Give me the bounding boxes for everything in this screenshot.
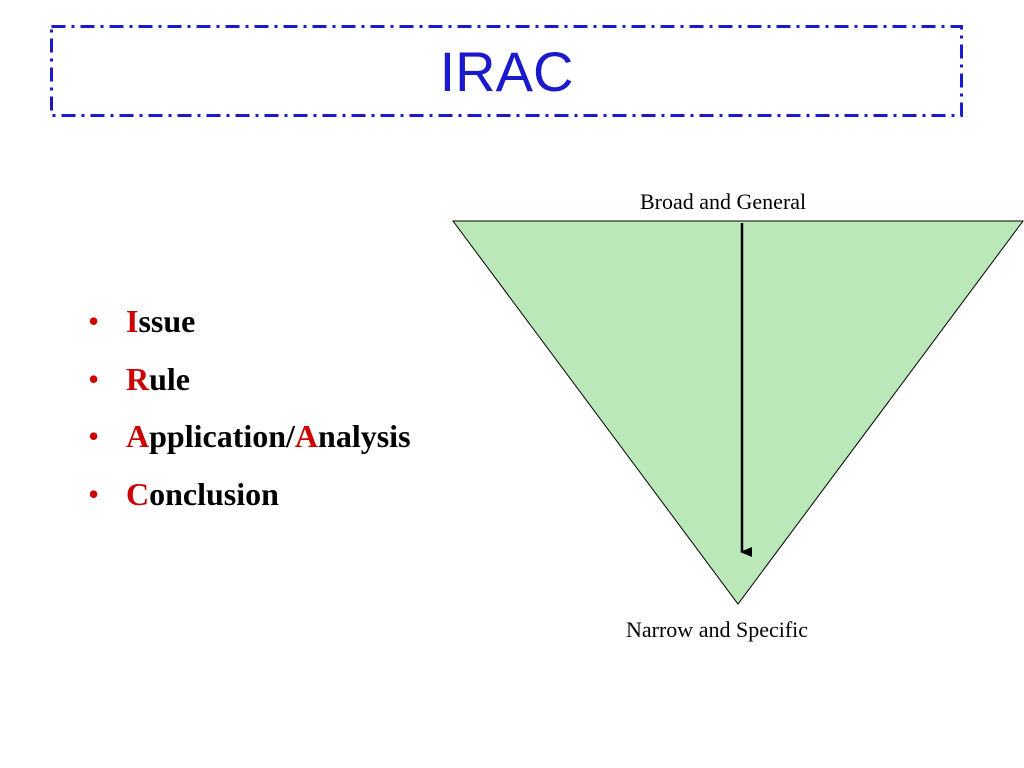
bullet-text-2: nalysis: [318, 418, 411, 454]
bullet-initial: A: [126, 418, 150, 454]
list-item-conclusion: • Conclusion: [88, 476, 411, 534]
bullet-initial: C: [126, 475, 150, 512]
bullet-initial-2: A: [294, 418, 319, 454]
bullet-initial: R: [126, 360, 150, 397]
title-border: [50, 25, 963, 117]
inverted-triangle: [452, 220, 1024, 605]
bullet-icon: •: [88, 475, 100, 512]
title-box: IRAC: [50, 25, 963, 117]
bullet-icon: •: [88, 360, 100, 397]
list-item-application-analysis: • Application/Analysis: [88, 418, 411, 476]
broad-general-label: Broad and General: [640, 189, 807, 214]
bullet-initial: I: [126, 303, 139, 339]
page-title: IRAC: [439, 39, 574, 103]
narrow-specific-label: Narrow and Specific: [626, 617, 809, 642]
bullet-icon: •: [88, 303, 100, 339]
bullet-list: • Issue • Rule • Application/Analysis • …: [88, 303, 411, 533]
list-item-rule: • Rule: [88, 361, 411, 419]
bullet-text: onclusion: [149, 475, 279, 512]
bullet-icon: •: [88, 418, 100, 454]
bullet-text: ule: [149, 360, 190, 397]
bullet-text: pplication/: [149, 418, 295, 454]
list-item-issue: • Issue: [88, 303, 411, 361]
bullet-text: ssue: [138, 303, 196, 339]
